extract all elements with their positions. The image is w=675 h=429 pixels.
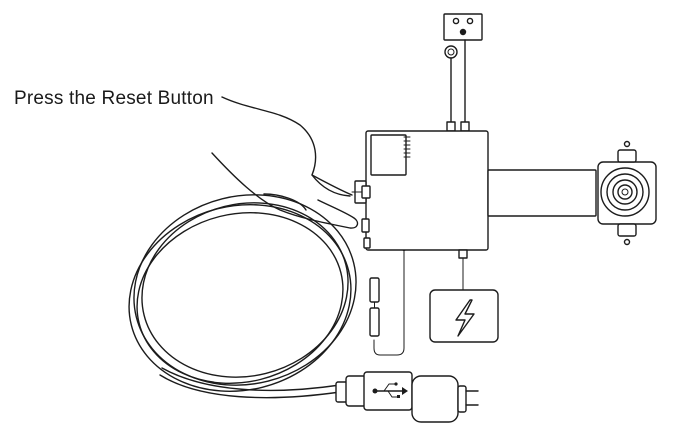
reset-instruction-label: Press the Reset Button <box>14 88 214 109</box>
reset-button[interactable] <box>361 185 371 199</box>
top-connector <box>443 13 483 132</box>
inline-fuse <box>369 277 380 337</box>
usb-power-plug <box>335 371 479 423</box>
lightning-bolt-icon <box>455 299 475 337</box>
pressing-hand-illustration <box>211 96 359 229</box>
coiled-cable <box>128 194 357 399</box>
main-controller-board <box>351 130 489 259</box>
camera-module <box>597 140 657 246</box>
power-module <box>429 257 499 343</box>
camera-connector-cable <box>487 169 597 217</box>
usb-icon <box>372 382 408 398</box>
